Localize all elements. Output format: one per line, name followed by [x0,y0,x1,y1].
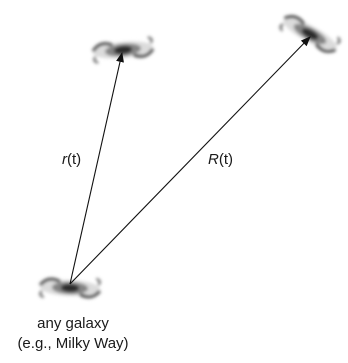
vector-R [70,37,310,284]
galaxy-top-left [92,37,154,63]
caption-line-2: (e.g., Milky Way) [0,334,146,354]
galaxy-top-right [279,11,341,57]
vector-R-symbol: R [208,151,219,168]
vector-R-argument: (t) [219,151,233,168]
origin-galaxy-caption: any galaxy (e.g., Milky Way) [0,314,146,354]
vector-r-argument: (t) [67,151,81,168]
vector-r-label: r(t) [62,151,81,168]
vector-r [70,53,122,284]
caption-line-1: any galaxy [0,314,146,334]
galaxy-origin [40,277,101,299]
vector-R-label: R(t) [208,151,233,168]
